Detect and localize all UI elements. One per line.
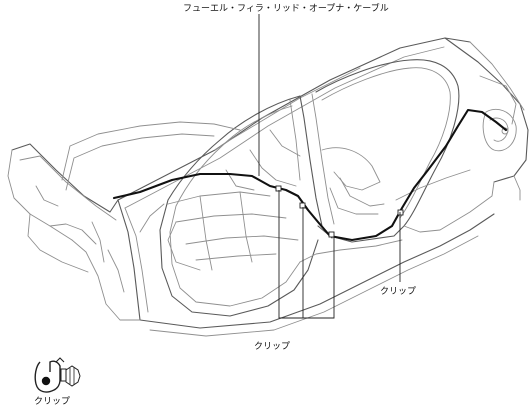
leader-lines bbox=[258, 14, 401, 319]
clip-marker bbox=[275, 185, 282, 192]
vehicle-body-outline bbox=[7, 37, 529, 337]
clip-marker bbox=[328, 231, 335, 238]
clip-label-rear: クリップ bbox=[380, 286, 416, 297]
fuel-lid-cable-route bbox=[112, 108, 508, 242]
clip-markers bbox=[275, 185, 404, 238]
fuel-lid-cable-label: フューエル・フィラ・リッド・オープナ・ケーブル bbox=[183, 2, 389, 14]
clip-marker bbox=[397, 209, 404, 216]
clip-label-center: クリップ bbox=[254, 341, 290, 352]
clip-detail-label: クリップ bbox=[34, 396, 70, 407]
clip-marker bbox=[299, 202, 306, 209]
clip-icon bbox=[34, 357, 81, 393]
